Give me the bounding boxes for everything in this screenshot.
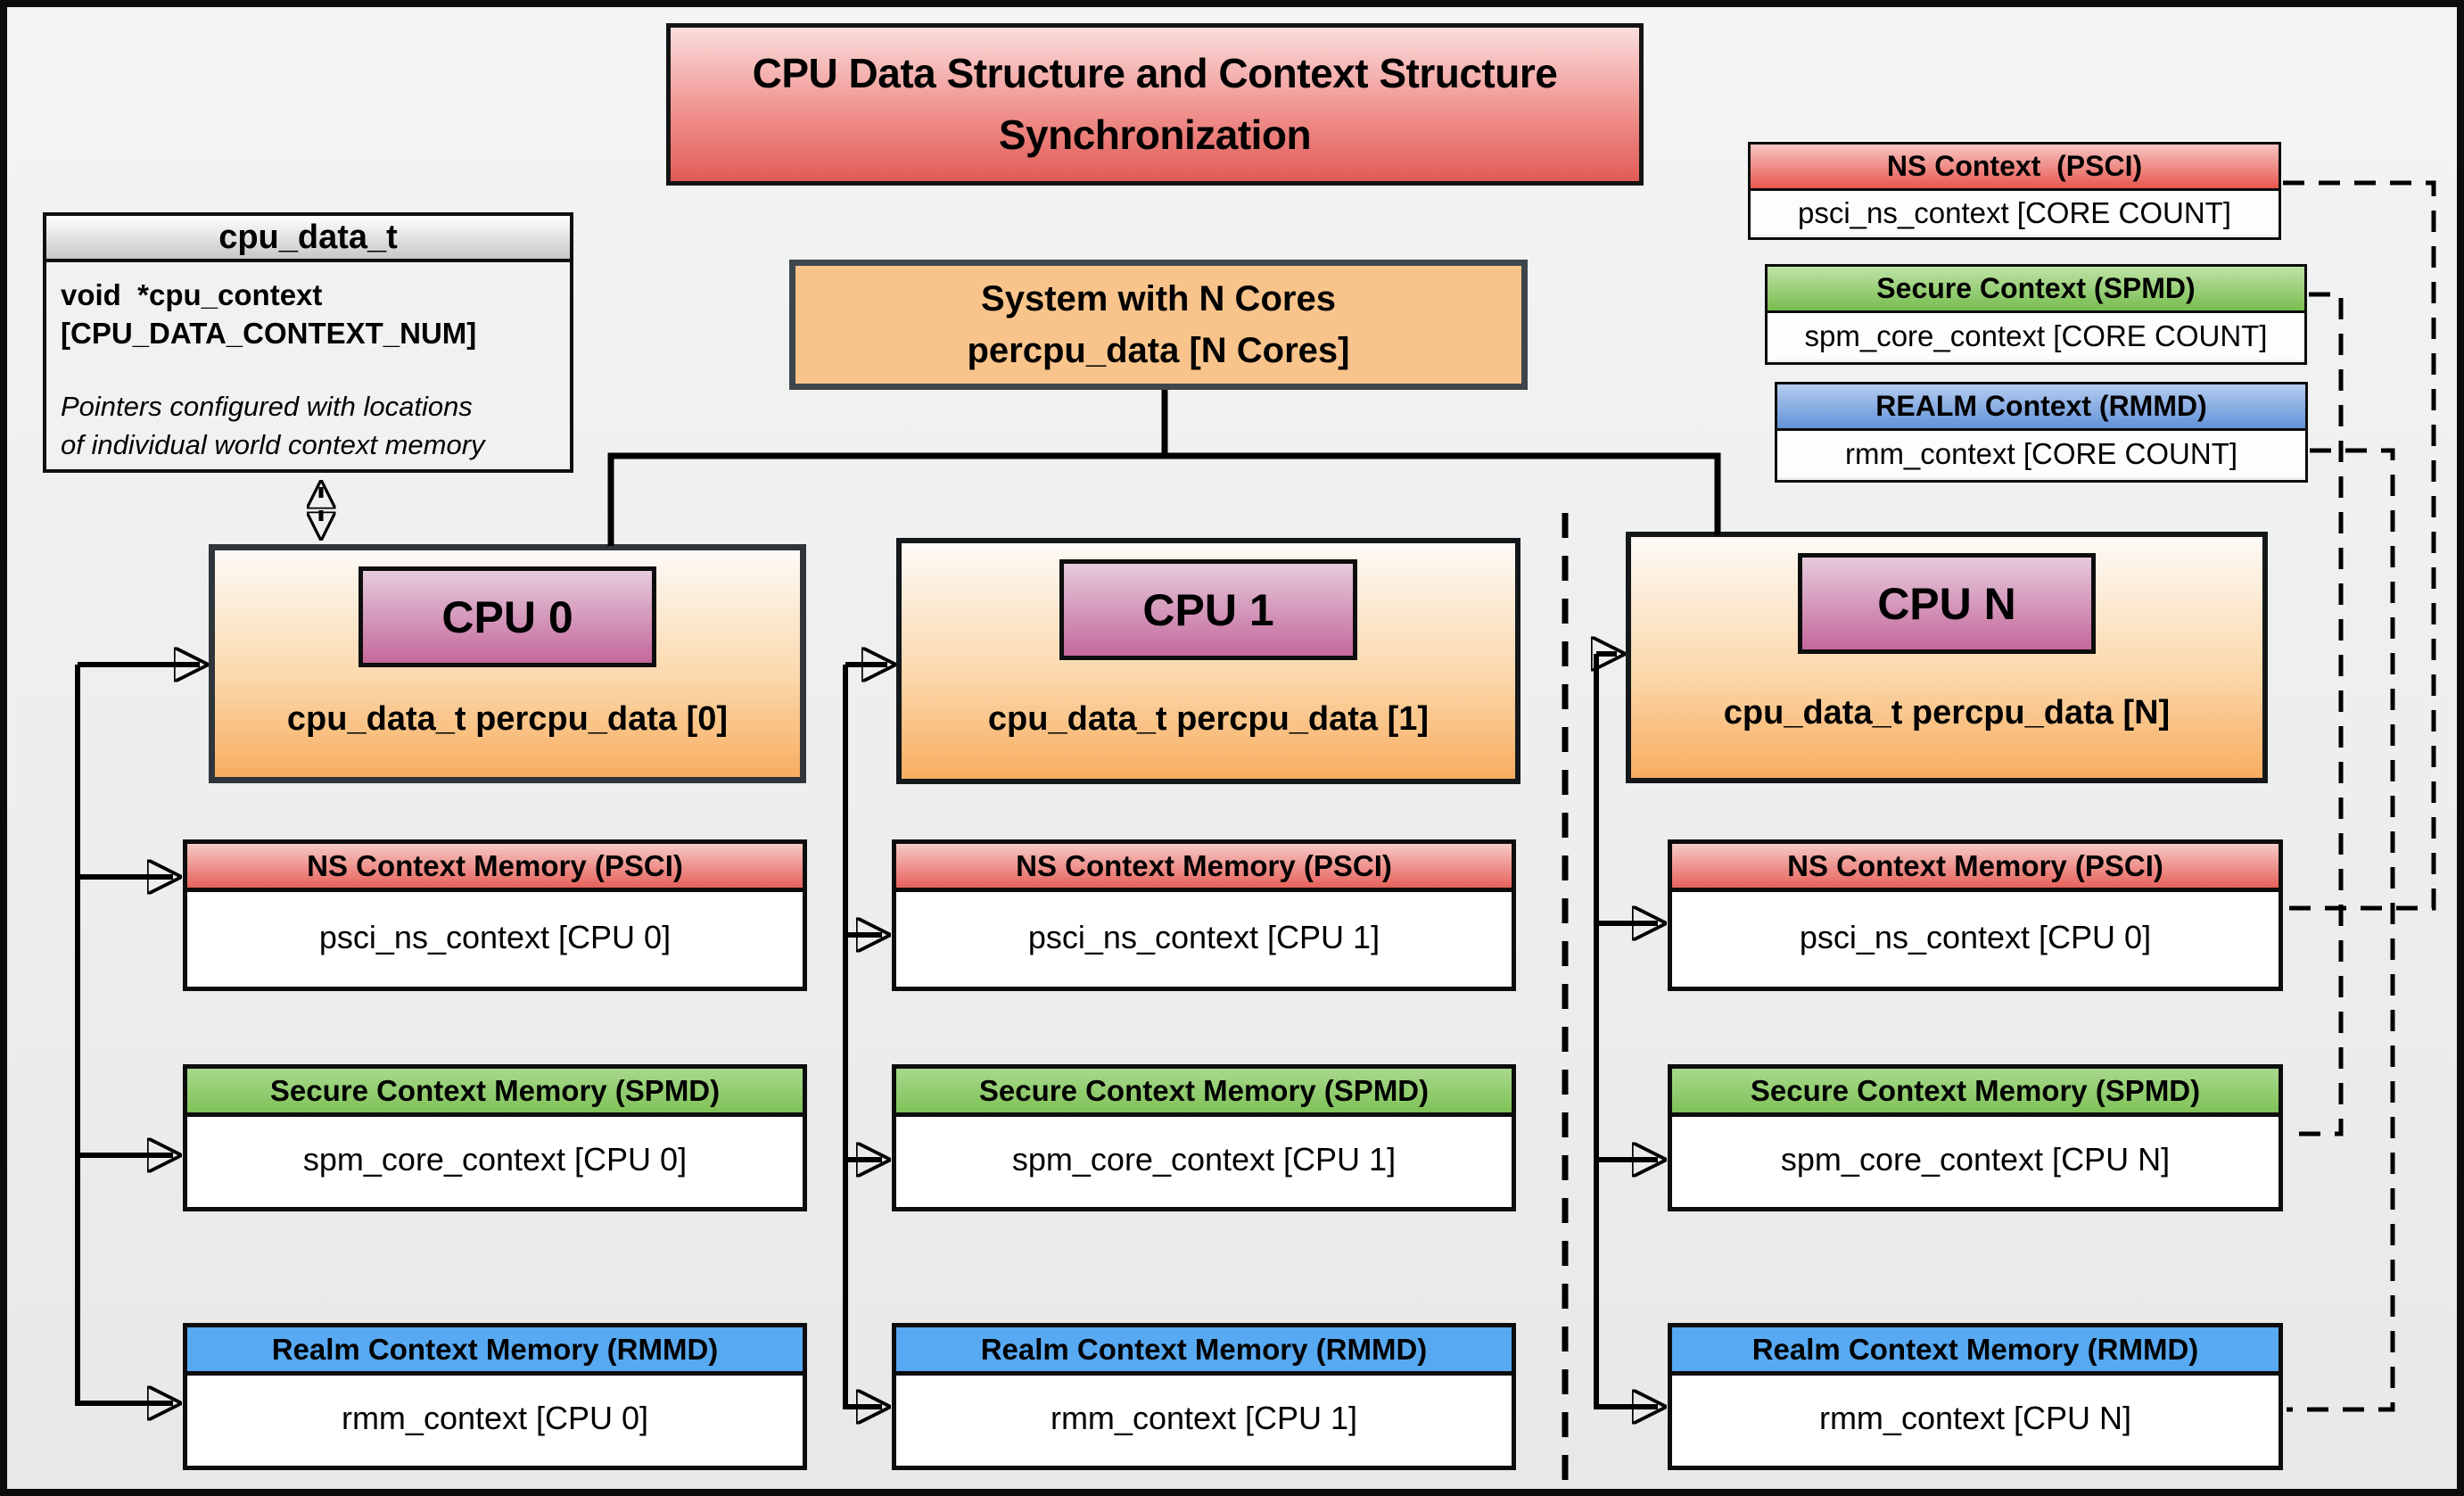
cpu-data-t-struct-box: cpu_data_t void *cpu_context [CPU_DATA_C… — [43, 212, 573, 473]
cpun-label: CPU N — [1798, 553, 2096, 654]
realm-context-sync-dashed-link — [2287, 448, 2395, 1412]
legend-realm-body: rmm_context [CORE COUNT] — [1777, 431, 2305, 477]
cpu0-ns-context-memory-box: NS Context Memory (PSCI) psci_ns_context… — [183, 839, 807, 991]
cpu0-realm-header: Realm Context Memory (RMMD) — [187, 1327, 803, 1376]
cpu0-bus-realm-arrow — [75, 665, 173, 1403]
cpun-secure-body: spm_core_context [CPU N] — [1780, 1141, 2171, 1178]
cpu0-label: CPU 0 — [358, 566, 656, 667]
cpun-secure-context-memory-box: Secure Context Memory (SPMD) spm_core_co… — [1668, 1064, 2283, 1211]
cpu1-realm-body: rmm_context [CPU 1] — [1050, 1400, 1358, 1436]
cpu0-box: CPU 0 cpu_data_t percpu_data [0] — [209, 544, 806, 783]
cpu1-realm-context-memory-box: Realm Context Memory (RMMD) rmm_context … — [892, 1323, 1516, 1470]
cpu0-secure-body: spm_core_context [CPU 0] — [302, 1141, 688, 1178]
system-box-text: System with N Cores percpu_data [N Cores… — [968, 273, 1350, 376]
struct-field-line-1: void *cpu_context — [61, 278, 323, 311]
cpu0-realm-context-memory-box: Realm Context Memory (RMMD) rmm_context … — [183, 1323, 807, 1470]
cpu-data-t-body: void *cpu_context [CPU_DATA_CONTEXT_NUM]… — [46, 262, 570, 465]
legend-secure-body: spm_core_context [CORE COUNT] — [1768, 313, 2304, 360]
legend-ns-body: psci_ns_context [CORE COUNT] — [1751, 191, 2279, 235]
cpu1-ns-body: psci_ns_context [CPU 1] — [1027, 918, 1380, 955]
struct-note-line-1: Pointers configured with locations — [61, 390, 473, 422]
diagram-title: CPU Data Structure and Context Structure… — [666, 23, 1644, 186]
cpu1-label: CPU 1 — [1059, 559, 1357, 660]
cpun-realm-context-memory-box: Realm Context Memory (RMMD) rmm_context … — [1668, 1323, 2283, 1470]
cpun-ns-header: NS Context Memory (PSCI) — [1672, 844, 2279, 892]
cpun-realm-body: rmm_context [CPU N] — [1818, 1400, 2132, 1436]
cpu-data-t-header: cpu_data_t — [46, 216, 570, 262]
legend-realm-header: REALM Context (RMMD) — [1777, 384, 2305, 431]
title-line-1: CPU Data Structure and Context Structure — [752, 50, 1558, 96]
cpu0-realm-body: rmm_context [CPU 0] — [341, 1400, 649, 1436]
cpu1-realm-header: Realm Context Memory (RMMD) — [896, 1327, 1512, 1376]
struct-note: Pointers configured with locations of in… — [61, 387, 556, 465]
diagram-title-text: CPU Data Structure and Context Structure… — [753, 43, 1558, 166]
cpu1-secure-header: Secure Context Memory (SPMD) — [896, 1069, 1512, 1117]
system-line-2: percpu_data [N Cores] — [967, 331, 1350, 370]
legend-ns-context: NS Context (PSCI) psci_ns_context [CORE … — [1748, 142, 2281, 240]
cpu0-percpu-data-label: cpu_data_t percpu_data [0] — [286, 700, 729, 738]
cpun-percpu-data-label: cpu_data_t percpu_data [N] — [1723, 694, 2171, 731]
cpu1-secure-context-memory-box: Secure Context Memory (SPMD) spm_core_co… — [892, 1064, 1516, 1211]
struct-field-line-2: [CPU_DATA_CONTEXT_NUM] — [61, 316, 477, 350]
title-line-2: Synchronization — [998, 112, 1312, 158]
system-line-1: System with N Cores — [981, 279, 1336, 318]
legend-ns-header: NS Context (PSCI) — [1751, 145, 2279, 191]
cpu1-ns-context-memory-box: NS Context Memory (PSCI) psci_ns_context… — [892, 839, 1516, 991]
cpu0-ns-header: NS Context Memory (PSCI) — [187, 844, 803, 892]
cpu0-secure-context-memory-box: Secure Context Memory (SPMD) spm_core_co… — [183, 1064, 807, 1211]
cpu1-secure-body: spm_core_context [CPU 1] — [1011, 1141, 1397, 1178]
cpun-secure-header: Secure Context Memory (SPMD) — [1672, 1069, 2279, 1117]
system-n-cores-box: System with N Cores percpu_data [N Cores… — [789, 260, 1528, 390]
cpun-realm-header: Realm Context Memory (RMMD) — [1672, 1327, 2279, 1376]
cpu1-percpu-data-label: cpu_data_t percpu_data [1] — [987, 700, 1430, 738]
system-to-cpus-rail — [607, 452, 1721, 546]
struct-note-line-2: of individual world context memory — [61, 429, 485, 461]
cpun-box: CPU N cpu_data_t percpu_data [N] — [1626, 532, 2268, 783]
cpun-ns-body: psci_ns_context [CPU 0] — [1799, 918, 2152, 955]
cpu0-secure-header: Secure Context Memory (SPMD) — [187, 1069, 803, 1117]
cpu0-ns-body: psci_ns_context [CPU 0] — [318, 918, 672, 955]
cpu1-ns-header: NS Context Memory (PSCI) — [896, 844, 1512, 892]
cpu1-bus-realm-arrow — [843, 665, 882, 1407]
cpun-ns-context-memory-box: NS Context Memory (PSCI) psci_ns_context… — [1668, 839, 2283, 991]
cpu1-box: CPU 1 cpu_data_t percpu_data [1] — [896, 538, 1520, 784]
legend-secure-context: Secure Context (SPMD) spm_core_context [… — [1765, 264, 2307, 365]
legend-secure-header: Secure Context (SPMD) — [1768, 267, 2304, 313]
legend-realm-context: REALM Context (RMMD) rmm_context [CORE C… — [1775, 382, 2308, 483]
